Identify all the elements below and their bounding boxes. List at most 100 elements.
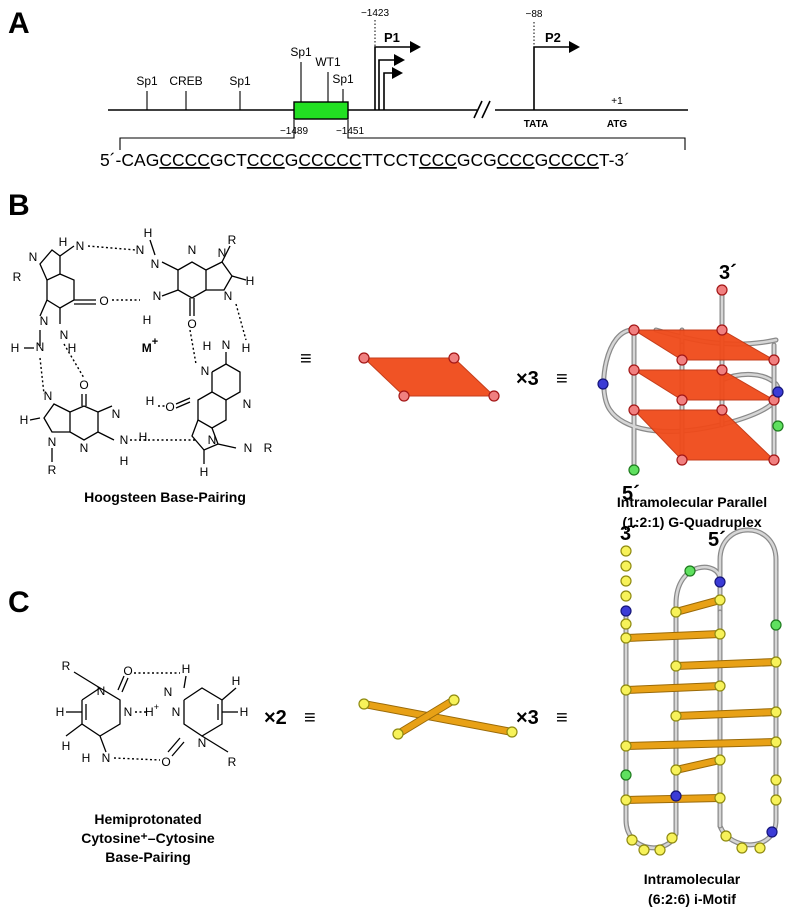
seq-c-tract-3: CCCCC [298,150,361,170]
position-88: −88 [526,9,543,20]
atom-n: N [151,257,160,271]
atom-n: N [198,736,207,750]
gq-3prime: 3´ [719,262,737,284]
atom-r: R [228,233,237,247]
break-mark-1 [473,100,483,119]
im-caption-line2: (6:2:6) i-Motif [648,891,736,907]
atom-n: N [153,289,162,303]
equiv-sign-b2: ≡ [556,368,568,390]
position-1451: −1451 [336,126,365,137]
guanine-top-left [24,245,96,349]
promoter-sequence: 5´-CAGCCCCGCTCCCGCCCCCTTCCTCCCGCGCCCGCCC… [100,150,630,170]
atom-n: N [29,250,38,264]
position-plus1: +1 [611,96,623,107]
times3-b: ×3 [516,368,539,390]
sp1-site-3-label: Sp1 [290,45,312,59]
atom-h: H [120,454,129,468]
atom-r: R [62,659,71,673]
atom-n: N [224,289,233,303]
g-quadruplex-element-box [293,101,349,120]
promoter-map: Sp1 CREB Sp1 Sp1 WT1 Sp1 −1489 −1451 −14… [108,8,688,150]
seq-c-tract-2: CCC [247,150,285,170]
cytosine-right [167,675,238,757]
seq-spacer-4: GCG [457,150,497,170]
hplus: H+ [145,702,159,719]
sp1-site-1-label: Sp1 [136,74,158,88]
atom-r: R [228,755,237,769]
equiv-sign-c2: ≡ [556,707,568,729]
guanine-bottom-right [175,352,241,464]
gq-caption-line1: Intramolecular Parallel [617,494,767,510]
tata-label: TATA [524,119,548,130]
atom-n: N [48,435,57,449]
position-1423: −1423 [361,8,390,19]
atom-n: N [243,397,252,411]
gq-5prime: 5´ [622,483,640,505]
atom-n: N [44,389,53,403]
atom-n: N [80,441,89,455]
c-pair-caption-line2: Cytosine⁺–Cytosine [81,830,215,846]
atom-h: H [56,705,65,719]
seq-c-tract-4: CCC [419,150,457,170]
gq-caption-line2: (1:2:1) G-Quadruplex [622,514,761,530]
atom-h: H [62,739,71,753]
atom-h: H [240,705,249,719]
atom-h: H [146,394,155,408]
atom-h: H [144,226,153,240]
atom-h: H [232,674,241,688]
wt1-site-label: WT1 [315,55,341,69]
atom-h: H [11,341,20,355]
atom-n: N [201,364,210,378]
hplus-symbol: H [145,705,154,719]
bracket-right [347,120,686,150]
i-motif-model [620,527,782,856]
bracket-left [119,120,295,150]
atom-h: H [20,413,29,427]
atom-o: O [123,664,132,678]
c-pair-caption-line1: Hemiprotonated [94,811,201,827]
p2-label: P2 [545,30,561,45]
g-quadruplex-model [597,284,784,476]
atom-n: N [60,328,69,342]
p2-arrow [533,46,571,110]
times3-c: ×3 [516,707,539,729]
atom-n: N [222,338,231,352]
atom-h: H [143,313,152,327]
g-tetrad-plane [358,352,500,402]
p2-arrowhead [569,41,580,53]
atom-n: N [164,685,173,699]
break-mark-2 [481,100,491,119]
atom-o: O [79,378,88,392]
creb-site-label: CREB [169,74,202,88]
cation-label: M+ [142,336,158,355]
c-pair-cross [358,694,518,740]
im-5prime: 5´ [708,529,726,551]
times2-c: ×2 [264,707,287,729]
seq-prefix: 5´-CAG [100,150,159,170]
equiv-sign-b1: ≡ [300,348,312,370]
atom-h: H [59,235,68,249]
atom-h: H [82,751,91,765]
hoogsteen-caption: Hoogsteen Base-Pairing [84,489,246,505]
atom-n: N [136,243,145,257]
atom-n: N [124,705,133,719]
seq-spacer-5: G [535,150,549,170]
atom-n: N [76,239,85,253]
atom-n: N [102,751,111,765]
p1-arrows [374,41,421,110]
panel-a-letter: A [8,7,30,40]
atom-n: N [120,433,129,447]
cation-charge: + [152,336,158,348]
c-pair-caption-line3: Base-Pairing [105,849,191,865]
panel-c-letter: C [8,586,30,619]
im-caption-line1: Intramolecular [644,871,741,887]
atom-o: O [165,400,174,414]
cytosine-left [65,671,129,753]
atom-n: N [244,441,253,455]
seq-spacer-1: GCT [210,150,247,170]
atom-h: H [182,662,191,676]
seq-spacer-2: G [285,150,299,170]
atom-h: H [139,430,148,444]
atom-r: R [13,270,22,284]
